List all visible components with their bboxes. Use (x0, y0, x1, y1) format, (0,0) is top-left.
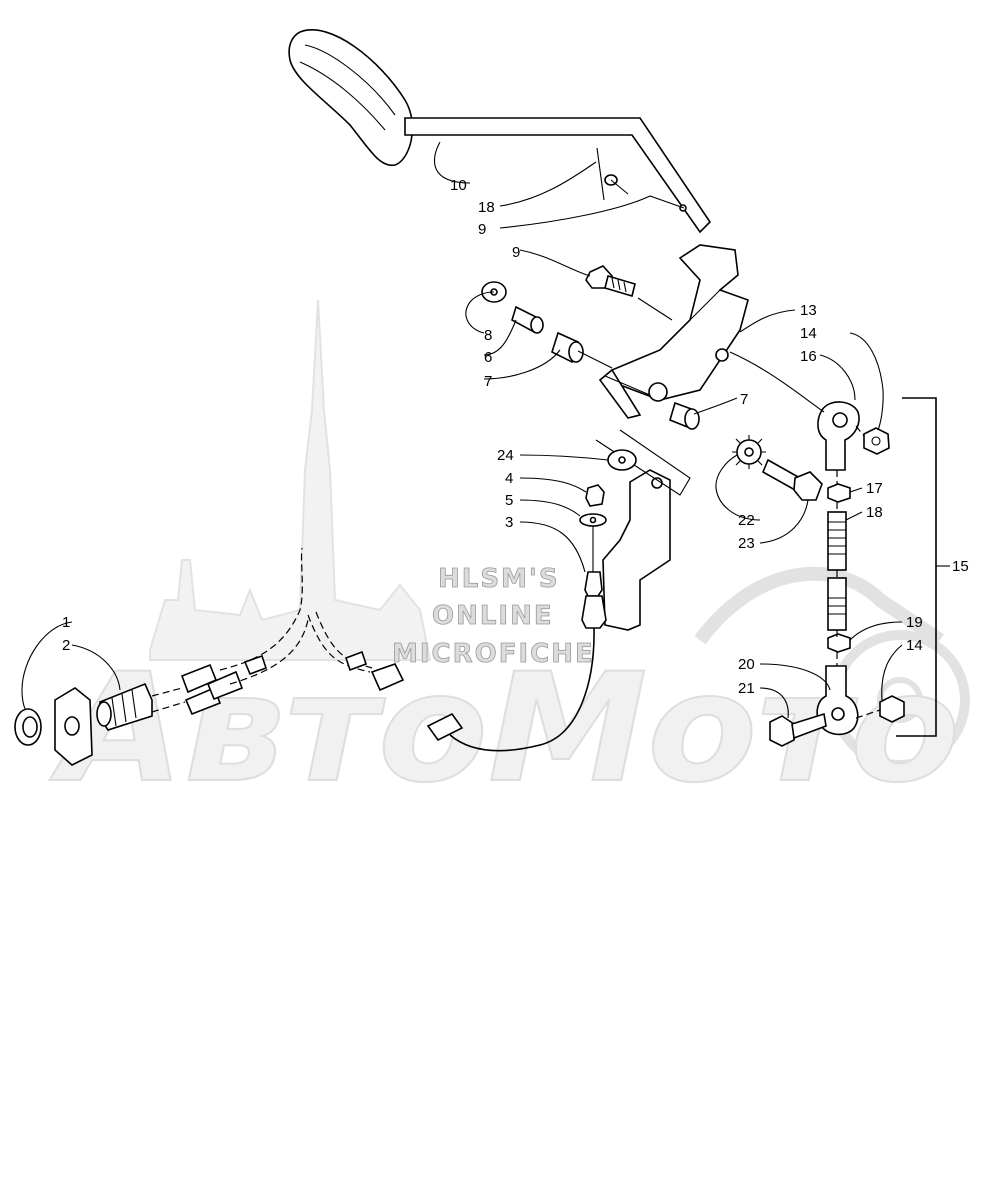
callout-18: 18 (866, 504, 883, 521)
callout-4: 4 (505, 470, 513, 487)
rivet-11 (596, 147, 687, 212)
callout-6: 6 (484, 349, 492, 366)
rod-end-20 (816, 665, 859, 736)
nut-4 (585, 484, 605, 507)
callout-14-lower: 14 (906, 637, 923, 654)
wheel-hub-watermark (877, 677, 923, 723)
wiring-harness (180, 547, 405, 716)
callout-17: 17 (866, 480, 883, 497)
callout-20: 20 (738, 656, 755, 673)
callout-13: 13 (800, 302, 817, 319)
callout-9: 9 (512, 244, 520, 261)
bolt-9 (585, 265, 636, 298)
lever-bracket (598, 244, 749, 419)
bushing-7-lower (669, 401, 700, 430)
nut-14-upper (863, 427, 890, 455)
bolt-21 (769, 712, 827, 747)
watermark-line-3: MICROFICHE (392, 639, 595, 669)
leader-lines (21, 141, 950, 719)
callout-23: 23 (738, 535, 755, 552)
city-skyline-watermark (149, 299, 432, 661)
switch-bracket (595, 429, 691, 631)
callout-12: 18 (478, 199, 495, 216)
callout-7-right: 7 (740, 391, 748, 408)
nut-19 (827, 633, 851, 653)
lever-grip (288, 29, 414, 167)
callout-11: 9 (478, 221, 486, 238)
callout-5: 5 (505, 492, 513, 509)
sensor-2 (96, 682, 153, 731)
motorcycle-watermark (694, 566, 944, 646)
callout-numbers: 10 18 9 9 8 6 7 7 13 14 16 17 18 15 19 1… (62, 177, 969, 697)
callout-16: 16 (800, 348, 817, 365)
bushing-7-upper (551, 331, 584, 364)
linkage-rod-assembly (769, 401, 905, 747)
lever-shaft (404, 117, 712, 234)
rod-end-16 (817, 401, 860, 471)
hlsm-watermark: HLSM'S ONLINE MICROFICHE (392, 564, 595, 670)
shift-lever (288, 29, 712, 234)
nut-14-lower (879, 695, 905, 723)
washer-5 (579, 513, 607, 572)
lock-washer-22 (732, 435, 766, 469)
washer-24 (607, 449, 637, 471)
callout-10: 10 (450, 177, 467, 194)
assembly-bracket-15 (896, 397, 937, 737)
sensor-assembly (14, 682, 186, 766)
spacer-6 (511, 305, 544, 334)
callout-3: 3 (505, 514, 513, 531)
callout-8: 8 (484, 327, 492, 344)
nut-17 (827, 483, 851, 503)
plate (54, 687, 93, 766)
watermark-line-1: HLSM'S (438, 564, 560, 594)
bolt-23 (761, 458, 823, 501)
callout-7-left: 7 (484, 373, 492, 390)
callout-24: 24 (497, 447, 514, 464)
callout-22: 22 (738, 512, 755, 529)
callout-21: 21 (738, 680, 755, 697)
callout-19: 19 (906, 614, 923, 631)
callout-15: 15 (952, 558, 969, 575)
brake-switch-3 (426, 571, 607, 752)
watermark-line-2: ONLINE (432, 601, 554, 631)
callout-1: 1 (62, 614, 70, 631)
callout-2: 2 (62, 637, 70, 654)
rod-18 (827, 511, 847, 631)
callout-14-upper: 14 (800, 325, 817, 342)
nut-1 (14, 708, 42, 746)
